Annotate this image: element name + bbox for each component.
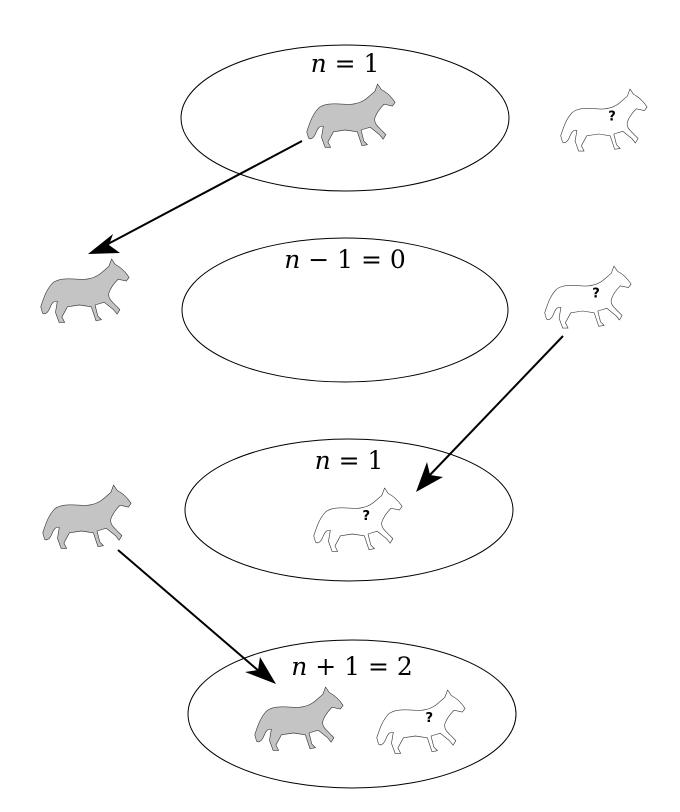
set-expr: = 1 <box>327 49 380 78</box>
set-label-middle: n = 1 <box>315 446 384 475</box>
arrow-insert-known <box>117 549 261 673</box>
arrow-remove <box>105 140 303 246</box>
question-mark: ? <box>592 287 600 302</box>
set-expr: − 1 = 0 <box>300 245 406 274</box>
arrow-insert-unknown-head <box>416 462 443 492</box>
set-ellipse-middle <box>184 438 514 582</box>
set-ellipse-bottom <box>187 639 517 789</box>
white-horse-question-icon: ? <box>377 690 465 753</box>
set-label-bottom: n + 1 = 2 <box>291 652 413 681</box>
white-horse-question-icon: ? <box>561 89 647 151</box>
gray-horse-icon <box>307 84 395 147</box>
set-expr: = 1 <box>331 446 384 475</box>
white-horse-question-icon: ? <box>545 266 631 328</box>
gray-horse-icon <box>43 485 131 548</box>
set-var: n <box>291 652 307 681</box>
set-var: n <box>315 446 331 475</box>
question-mark: ? <box>425 711 433 726</box>
arrow-insert-known-head <box>245 657 276 684</box>
set-label-empty: n − 1 = 0 <box>284 245 406 274</box>
set-ellipse-empty <box>181 237 509 383</box>
arrow-remove-head <box>88 234 120 254</box>
set-expr: + 1 = 2 <box>307 652 413 681</box>
set-var: n <box>311 49 327 78</box>
question-mark: ? <box>362 509 370 524</box>
set-ellipse-top <box>180 44 510 192</box>
question-mark: ? <box>608 110 616 125</box>
gray-horse-icon <box>255 687 343 750</box>
white-horse-question-icon: ? <box>314 488 402 551</box>
arrow-insert-unknown <box>427 335 564 478</box>
set-label-top: n = 1 <box>311 49 380 78</box>
set-var: n <box>284 245 300 274</box>
gray-horse-icon <box>41 259 129 322</box>
